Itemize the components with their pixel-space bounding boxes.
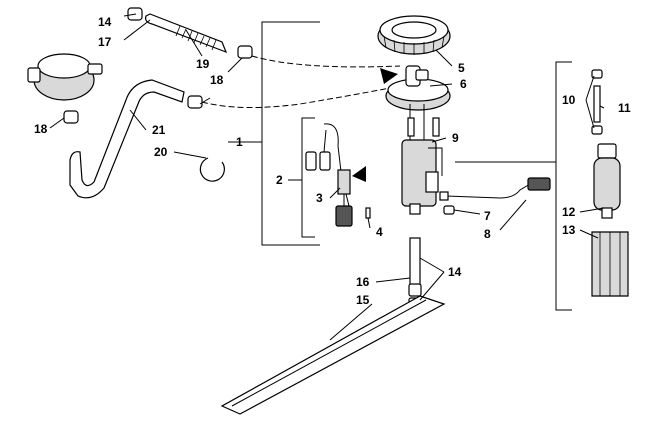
callout-7: 7 xyxy=(484,209,491,223)
callout-18-left: 18 xyxy=(34,122,48,136)
hose-clamp-18-mid xyxy=(187,95,203,109)
sender-wire-8 xyxy=(439,177,551,215)
callout-14-bottom: 14 xyxy=(448,265,462,279)
hose-clamp-18-top xyxy=(237,45,253,59)
callout-12: 12 xyxy=(562,205,576,219)
bracket-group-pump-kit xyxy=(455,61,572,311)
arrow-marker-icon xyxy=(352,166,366,182)
callout-1: 1 xyxy=(236,135,243,149)
callout-15: 15 xyxy=(356,293,370,307)
callout-17: 17 xyxy=(98,35,112,49)
bracket-group-2 xyxy=(288,117,315,238)
wire-harness-2 xyxy=(305,123,371,227)
callout-3: 3 xyxy=(316,191,323,205)
callout-21: 21 xyxy=(152,123,166,137)
callout-6: 6 xyxy=(460,77,467,91)
callout-2: 2 xyxy=(276,173,283,187)
hose-clamp-18-left xyxy=(63,110,79,124)
corrugated-fuel-hose xyxy=(145,13,228,54)
lock-ring-5 xyxy=(377,15,451,55)
callout-5: 5 xyxy=(458,61,465,75)
callout-18-top: 18 xyxy=(210,73,224,87)
callout-19: 19 xyxy=(196,57,210,71)
bracket-plate-15 xyxy=(220,295,446,415)
callout-8: 8 xyxy=(484,227,491,241)
callout-14-top: 14 xyxy=(98,15,112,29)
fuel-filter-canister xyxy=(27,53,103,101)
callout-13: 13 xyxy=(562,223,576,237)
pump-body-9 xyxy=(401,104,443,215)
hose-routing-lower xyxy=(201,85,401,109)
bracket-group-1 xyxy=(228,21,320,246)
leader-lines xyxy=(49,13,605,341)
callout-9: 9 xyxy=(452,131,459,145)
callout-11: 11 xyxy=(618,101,631,115)
snap-ring-20 xyxy=(199,157,225,182)
hose-routing-upper xyxy=(251,55,401,68)
arrow-marker-icon xyxy=(380,68,398,84)
callout-20: 20 xyxy=(154,145,168,159)
pump-flange-6 xyxy=(380,65,451,111)
callout-4: 4 xyxy=(376,225,383,239)
callout-10: 10 xyxy=(562,93,576,107)
pump-kit-parts xyxy=(591,69,629,297)
fuel-hose-21 xyxy=(69,79,185,199)
callout-16: 16 xyxy=(356,275,370,289)
